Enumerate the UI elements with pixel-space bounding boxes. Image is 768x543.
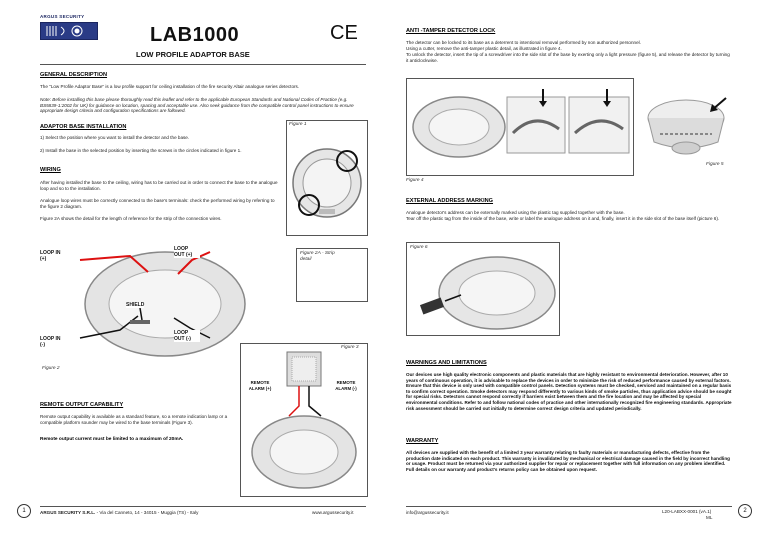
address-text-2: Tear off the plastic tag from the inside… — [406, 216, 720, 221]
remote-output-diagram — [251, 351, 357, 489]
general-text: The "Low Profile Adaptor Base" is a low … — [40, 84, 300, 89]
remote-alarm-minus-label: REMOTE ALARM (-) — [331, 380, 361, 392]
figure-4 — [406, 78, 634, 176]
footer-address: - Via del Canneto, 14 - 34015 - Muggia (… — [95, 510, 199, 515]
shield-label: SHIELD — [126, 302, 145, 308]
footer-company: ARGUS SECURITY S.R.L. - Via del Canneto,… — [40, 510, 198, 515]
footer-divider-right — [406, 506, 732, 507]
wiring-diagram — [79, 251, 246, 357]
figure-4-label: Figure 4 — [406, 178, 424, 183]
footer-website: www.argussecurity.it — [312, 510, 354, 515]
address-tag-drawing — [419, 256, 556, 330]
loop-out-plus-label: LOOP OUT (+) — [174, 246, 200, 258]
loop-in-plus-label: LOOP IN (+) — [40, 250, 62, 262]
brand-name: ARGUS SECURITY — [40, 14, 85, 19]
footer-company-name: ARGUS SECURITY S.R.L. — [40, 510, 96, 515]
wiring-text-1: After having installed the base to the c… — [40, 180, 278, 191]
install-step-1: 1) Select the position where you want to… — [40, 135, 190, 140]
warranty-text: All devices are supplied with the benefi… — [406, 450, 730, 472]
warnings-text: Our devices use high quality electronic … — [406, 372, 732, 411]
figure-1-label: Figure 1 — [289, 122, 307, 127]
anti-tamper-drawing — [412, 89, 630, 158]
footer-divider-left — [40, 506, 366, 507]
tamper-text-2: Using a cutter, remove the anti-tamper p… — [406, 46, 562, 51]
wiring-text-3: Figure 2A shows the detail for the lengt… — [40, 216, 222, 221]
figure-1: Figure 1 — [286, 120, 368, 236]
detector-unlock-drawing — [647, 97, 727, 155]
tamper-heading: ANTI -TAMPER DETECTOR LOCK — [406, 28, 496, 34]
general-heading: GENERAL DESCRIPTION — [40, 72, 108, 78]
argus-logo — [40, 22, 98, 40]
page-title: LAB1000 — [150, 24, 240, 46]
figure-3-label: Figure 3 — [341, 345, 359, 350]
figure-5: Figure 5 — [636, 90, 732, 170]
remote-alarm-plus-label: REMOTE ALARM (+) — [245, 380, 275, 392]
figure-2a-label: Figure 2A - Strip detail — [300, 251, 335, 262]
remote-text: Remote output capability is available as… — [40, 414, 228, 425]
loop-in-minus-label: LOOP IN (-) — [40, 336, 62, 348]
page-number-2: 2 — [738, 504, 752, 518]
footer-doc-code: L20-LABXX-0001 (vA.1) — [662, 509, 712, 514]
footer-email: info@argussecurity.it — [406, 510, 449, 515]
page-subtitle: LOW PROFILE ADAPTOR BASE — [136, 50, 250, 59]
footer-initials: ML — [706, 515, 713, 520]
install-step-2: 2) Install the base in the selected posi… — [40, 148, 242, 153]
figure-2: LOOP IN (+) LOOP OUT (+) SHIELD LOOP IN … — [40, 242, 290, 362]
address-text-1: Analogue detector's address can be exter… — [406, 210, 625, 215]
page-number-1: 1 — [17, 504, 31, 518]
figure-6: Figure 6 — [406, 242, 560, 336]
loop-out-minus-label: LOOP OUT (-) — [174, 330, 200, 342]
remote-current-limit: Remote output current must be limited to… — [40, 437, 184, 442]
header-divider — [40, 64, 366, 65]
warnings-heading: WARNINGS AND LIMITATIONS — [406, 360, 487, 366]
figure-3: Figure 3 REMOTE ALARM (+) REMOTE ALARM (… — [240, 343, 368, 497]
remote-heading: REMOTE OUTPUT CAPABILITY — [40, 402, 124, 408]
wiring-text-2: Analogue loop wires must be correctly co… — [40, 198, 275, 209]
address-heading: EXTERNAL ADDRESS MARKING — [406, 198, 494, 204]
wiring-heading: WIRING — [40, 167, 61, 173]
install-heading: ADAPTOR BASE INSTALLATION — [40, 124, 127, 130]
tamper-text-1: The detector can be locked to its base a… — [406, 40, 641, 45]
figure-2-label: Figure 2 — [42, 366, 60, 371]
figure-6-label: Figure 6 — [410, 245, 428, 250]
general-note: Note: Before installing this base please… — [40, 97, 354, 114]
ce-mark: CE — [330, 22, 358, 44]
figure-2a: Figure 2A - Strip detail — [296, 248, 368, 302]
figure-5-label: Figure 5 — [706, 162, 724, 167]
tamper-text-3: To unlock the detector, insert the tip o… — [406, 52, 730, 63]
warranty-heading: WARRANTY — [406, 438, 439, 444]
base-top-view-drawing — [292, 148, 362, 218]
